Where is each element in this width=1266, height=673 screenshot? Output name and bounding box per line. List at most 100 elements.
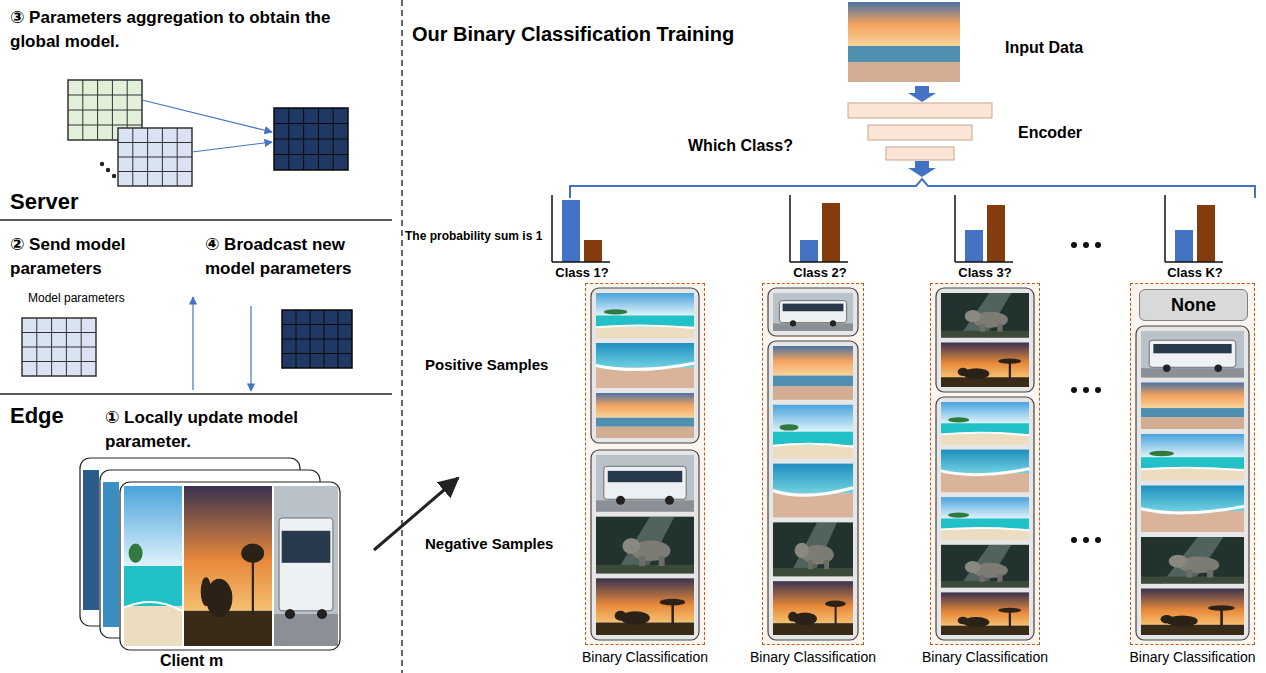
sample-group bbox=[591, 288, 699, 443]
ellipsis-dot bbox=[1083, 242, 1089, 248]
photo-region bbox=[596, 455, 694, 512]
photo-region bbox=[941, 402, 1029, 423]
bar bbox=[965, 230, 983, 262]
photo-region bbox=[608, 471, 682, 482]
matrix-cell-area bbox=[118, 128, 192, 186]
photo bbox=[1141, 537, 1244, 584]
tree-canopy bbox=[1208, 605, 1235, 611]
empty-sample-box: None bbox=[1139, 289, 1248, 321]
client-card bbox=[120, 482, 340, 650]
sample-group bbox=[591, 450, 699, 640]
photo bbox=[1141, 331, 1244, 378]
photo-region bbox=[1141, 537, 1244, 584]
photo-region bbox=[773, 346, 853, 376]
parameter-matrix bbox=[22, 318, 96, 376]
annotation: Negative Samples bbox=[425, 535, 553, 553]
annotation: Positive Samples bbox=[425, 356, 548, 374]
tree-canopy bbox=[998, 608, 1021, 613]
photo-region bbox=[184, 611, 272, 646]
photo-region bbox=[659, 556, 665, 566]
matrix-line bbox=[118, 142, 192, 143]
photo-region bbox=[1141, 408, 1244, 417]
photo-region bbox=[1220, 609, 1223, 625]
photo-foam bbox=[596, 363, 694, 369]
photo-region bbox=[1141, 577, 1244, 584]
matrix-line bbox=[282, 324, 352, 325]
photo bbox=[1141, 434, 1244, 481]
photo bbox=[941, 293, 1029, 338]
elephant-head bbox=[201, 577, 212, 606]
probability-chart bbox=[552, 195, 610, 262]
bus-body bbox=[604, 466, 686, 499]
matrix-line bbox=[22, 361, 96, 362]
photo-region bbox=[941, 331, 1029, 338]
annotation: Encoder bbox=[1018, 123, 1082, 142]
photo-region bbox=[596, 327, 694, 338]
bar bbox=[1175, 230, 1193, 262]
photo bbox=[848, 2, 960, 82]
matrix-line bbox=[68, 110, 142, 111]
bus-body bbox=[279, 518, 333, 611]
aggregation-arrow bbox=[142, 100, 272, 132]
photo bbox=[941, 450, 1029, 493]
photo bbox=[941, 343, 1029, 388]
photo-region bbox=[941, 377, 1029, 387]
matrix-line bbox=[282, 353, 352, 354]
photo-region bbox=[997, 324, 1002, 332]
photo bbox=[596, 393, 694, 438]
photo-foam bbox=[941, 528, 1029, 530]
photo-region bbox=[1141, 625, 1244, 635]
bus-wheel bbox=[1215, 364, 1222, 371]
photo bbox=[596, 455, 694, 512]
sample-group bbox=[768, 288, 858, 336]
annotation: ④ Broadcast new model parameters bbox=[205, 233, 395, 281]
photo bbox=[773, 405, 853, 459]
bar bbox=[584, 240, 602, 262]
ellipsis-dot bbox=[106, 168, 110, 172]
photo-region bbox=[1141, 486, 1244, 512]
photo bbox=[596, 343, 694, 388]
elephant-head bbox=[788, 612, 798, 622]
panel-caption: Binary Classification bbox=[922, 649, 1048, 665]
bar bbox=[800, 240, 818, 262]
photo-region bbox=[941, 293, 1029, 338]
photo-region bbox=[941, 545, 1029, 588]
photo-region bbox=[773, 445, 853, 458]
photo-region bbox=[1141, 469, 1244, 481]
probability-chart bbox=[955, 195, 1013, 262]
matrix-line bbox=[274, 139, 348, 140]
matrix-line bbox=[274, 154, 348, 155]
matrix-line bbox=[118, 157, 192, 158]
photo-region bbox=[1153, 344, 1231, 353]
photo-foam bbox=[773, 444, 853, 447]
photo-region bbox=[1141, 368, 1244, 377]
photo-region bbox=[980, 324, 985, 332]
matrix-line bbox=[274, 123, 348, 124]
photo-region bbox=[596, 343, 694, 368]
photo bbox=[1141, 383, 1244, 430]
photo-region bbox=[824, 560, 829, 569]
bar bbox=[987, 205, 1005, 262]
ellipsis-dot bbox=[1071, 242, 1077, 248]
class-question: Class 2? bbox=[760, 265, 880, 281]
photo-region bbox=[1009, 612, 1011, 627]
photo bbox=[1141, 486, 1244, 533]
axis bbox=[1165, 261, 1223, 263]
photo-region bbox=[274, 614, 338, 646]
box-label: None bbox=[1171, 295, 1216, 316]
brace bbox=[570, 179, 1255, 198]
photo-region bbox=[1141, 331, 1244, 378]
photo-region bbox=[282, 531, 331, 563]
photo-island bbox=[604, 309, 628, 314]
bus-wheel bbox=[665, 496, 674, 505]
photo bbox=[773, 581, 853, 635]
tree-canopy bbox=[241, 544, 264, 563]
annotation: The probability sum is 1 bbox=[405, 229, 542, 243]
annotation: ① Locally update model parameter. bbox=[105, 406, 375, 454]
photo-island bbox=[948, 417, 969, 422]
photo bbox=[274, 486, 338, 646]
photo-region bbox=[1141, 511, 1244, 532]
photo bbox=[773, 522, 853, 576]
photo-foam bbox=[941, 469, 1029, 475]
section-rule bbox=[0, 393, 392, 395]
